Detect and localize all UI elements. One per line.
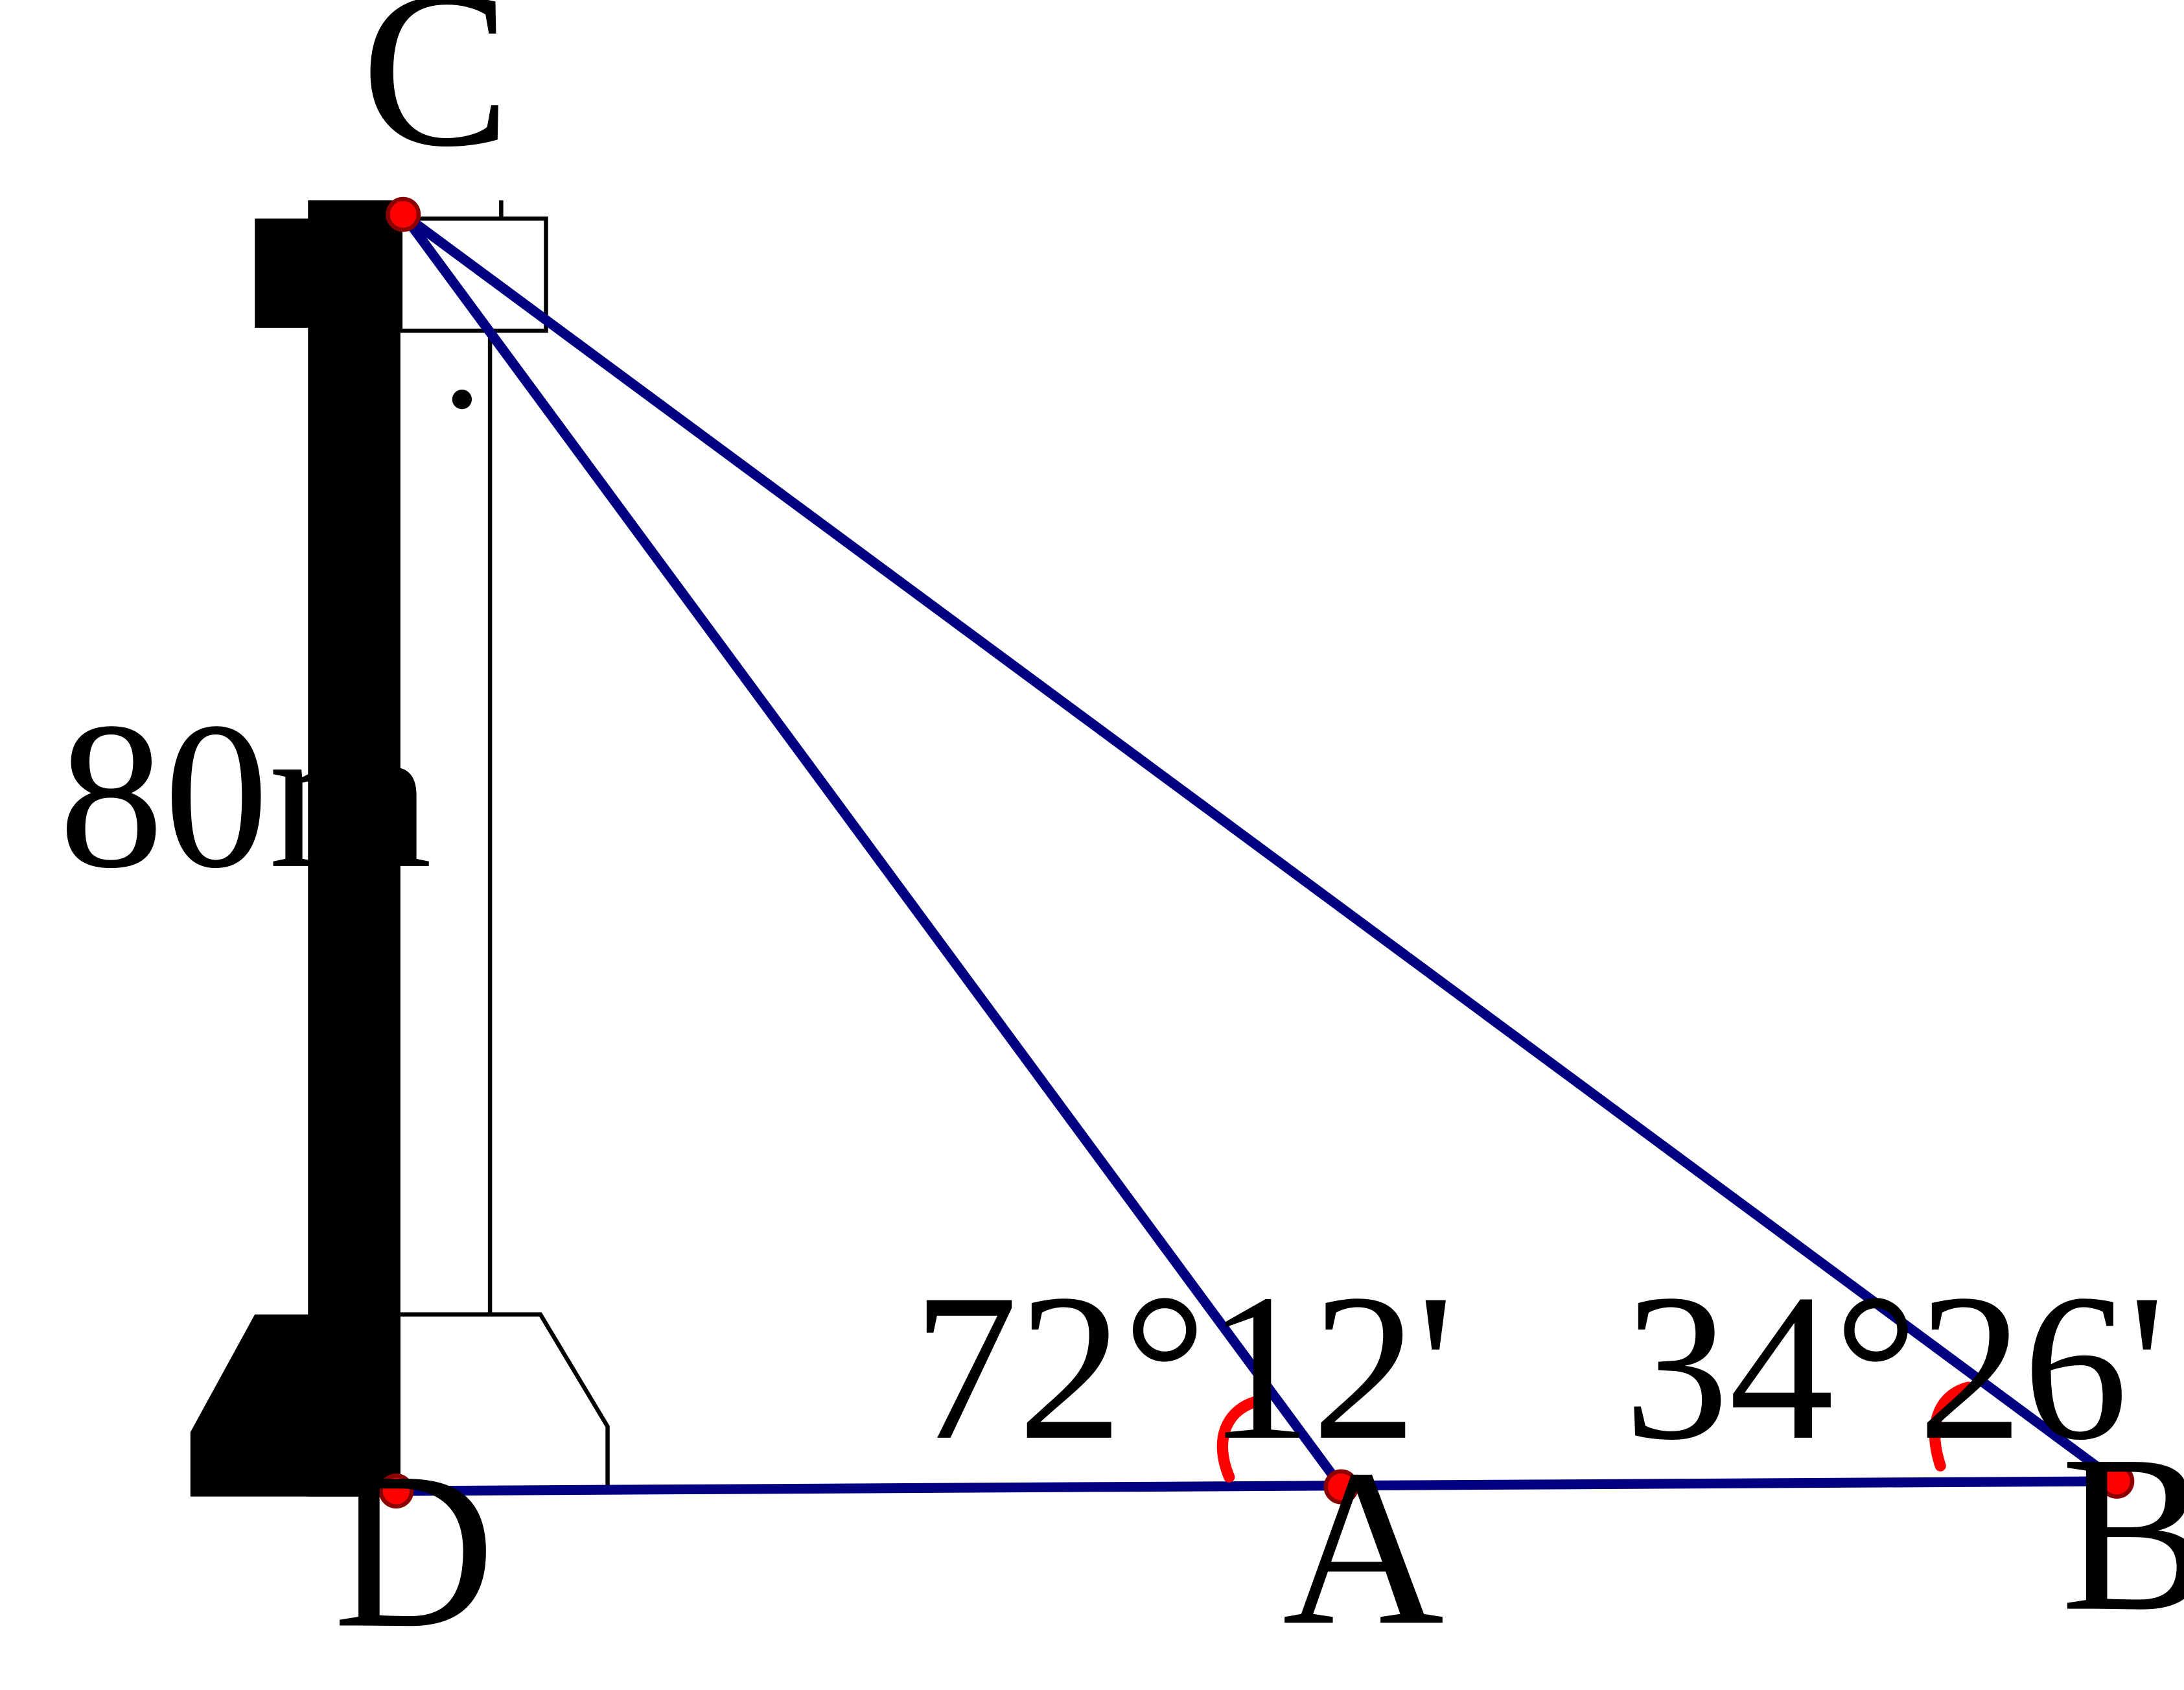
label-C: C xyxy=(361,0,511,193)
label-D: D xyxy=(333,1426,495,1674)
label-A: A xyxy=(1283,1423,1445,1671)
angle-mark-B xyxy=(1929,1381,1974,1472)
point-C xyxy=(386,196,421,232)
tower-base-outline xyxy=(400,1312,610,1486)
tower-shaft xyxy=(308,200,401,1497)
tower-illustration xyxy=(190,200,610,1497)
angle-B-label: 34°26' xyxy=(1624,1251,2166,1484)
label-B: B xyxy=(2061,1409,2184,1658)
segment-DB xyxy=(391,1476,2122,1496)
segment-CA xyxy=(398,209,1347,1492)
segment-CB xyxy=(398,209,2122,1486)
angle-mark-A xyxy=(1216,1396,1263,1483)
segments xyxy=(391,209,2122,1496)
point-B xyxy=(2099,1463,2135,1499)
tower-cap xyxy=(255,218,325,328)
point-D xyxy=(378,1473,414,1509)
height-label: 80m xyxy=(59,679,432,912)
angle-A-label: 72°12' xyxy=(912,1251,1454,1484)
point-A xyxy=(1323,1469,1359,1505)
angle-marks xyxy=(1216,1381,1974,1483)
tower-window-dot xyxy=(452,389,472,410)
tower-top-box xyxy=(398,216,548,333)
tower-base xyxy=(190,1314,401,1497)
points xyxy=(378,196,2135,1509)
